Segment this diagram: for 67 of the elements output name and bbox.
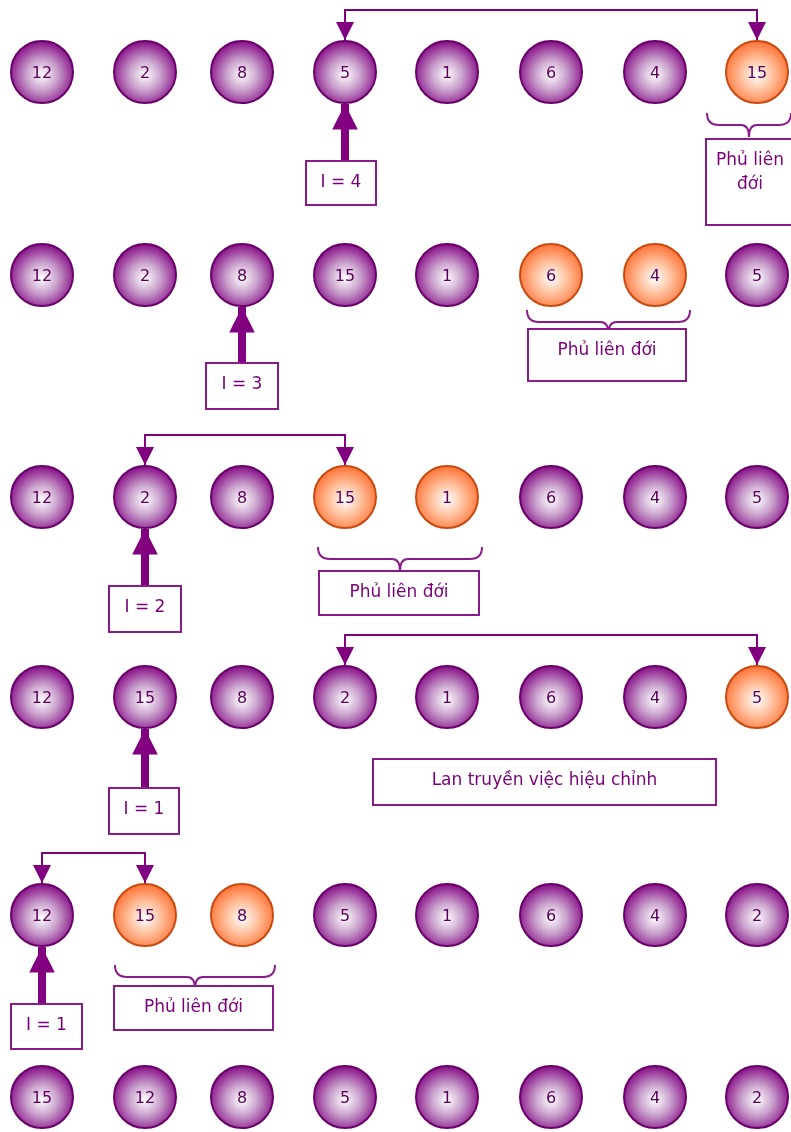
number-circle: 2 [113, 40, 177, 104]
highlighted-number-circle: 4 [623, 243, 687, 307]
number-circle: 4 [623, 665, 687, 729]
swap-arrow [33, 852, 154, 884]
number-circle: 12 [10, 465, 74, 529]
pointer-arrow [332, 104, 358, 160]
number-circle: 2 [725, 883, 789, 947]
number-circle: 2 [113, 465, 177, 529]
number-circle: 1 [415, 883, 479, 947]
number-circle: 12 [10, 243, 74, 307]
note-label: Phủ liên đới [705, 138, 791, 226]
number-circle: 6 [519, 883, 583, 947]
number-circle: 12 [10, 883, 74, 947]
number-circle: 8 [210, 40, 274, 104]
swap-arrow [136, 434, 354, 466]
number-circle: 5 [313, 1065, 377, 1129]
number-circle: 4 [623, 40, 687, 104]
note-label: Phủ liên đới [113, 985, 274, 1031]
number-circle: 2 [725, 1065, 789, 1129]
index-label: I = 2 [108, 585, 182, 633]
swap-arrow [336, 9, 766, 41]
highlighted-number-circle: 8 [210, 883, 274, 947]
number-circle: 6 [519, 40, 583, 104]
number-circle: 12 [10, 665, 74, 729]
pointer-arrow [229, 307, 255, 362]
index-label: I = 3 [205, 362, 279, 410]
highlighted-number-circle: 1 [415, 465, 479, 529]
number-circle: 1 [415, 40, 479, 104]
highlighted-number-circle: 15 [113, 883, 177, 947]
number-circle: 1 [415, 665, 479, 729]
number-circle: 4 [623, 1065, 687, 1129]
number-circle: 6 [519, 1065, 583, 1129]
number-circle: 2 [313, 665, 377, 729]
number-circle: 1 [415, 1065, 479, 1129]
swap-arrow [336, 634, 766, 666]
number-circle: 1 [415, 243, 479, 307]
number-circle: 15 [313, 243, 377, 307]
number-circle: 15 [113, 665, 177, 729]
number-circle: 2 [113, 243, 177, 307]
number-circle: 5 [725, 243, 789, 307]
highlighted-number-circle: 15 [313, 465, 377, 529]
number-circle: 8 [210, 243, 274, 307]
number-circle: 8 [210, 665, 274, 729]
number-circle: 15 [10, 1065, 74, 1129]
pointer-arrow [132, 529, 158, 585]
number-circle: 6 [519, 465, 583, 529]
note-label: Phủ liên đới [318, 570, 480, 616]
number-circle: 5 [313, 40, 377, 104]
number-circle: 6 [519, 665, 583, 729]
number-circle: 4 [623, 883, 687, 947]
index-label: I = 1 [10, 1003, 83, 1050]
highlighted-number-circle: 6 [519, 243, 583, 307]
number-circle: 8 [210, 1065, 274, 1129]
number-circle: 4 [623, 465, 687, 529]
note-label: Phủ liên đới [527, 328, 687, 382]
index-label: I = 4 [305, 160, 377, 206]
number-circle: 5 [725, 465, 789, 529]
number-circle: 12 [10, 40, 74, 104]
pointer-arrow [29, 947, 55, 1003]
highlighted-number-circle: 5 [725, 665, 789, 729]
number-circle: 12 [113, 1065, 177, 1129]
number-circle: 5 [313, 883, 377, 947]
pointer-arrow [132, 729, 158, 787]
index-label: I = 1 [108, 787, 180, 835]
number-circle: 8 [210, 465, 274, 529]
highlighted-number-circle: 15 [725, 40, 789, 104]
note-label: Lan truyền việc hiệu chỉnh [372, 758, 717, 806]
